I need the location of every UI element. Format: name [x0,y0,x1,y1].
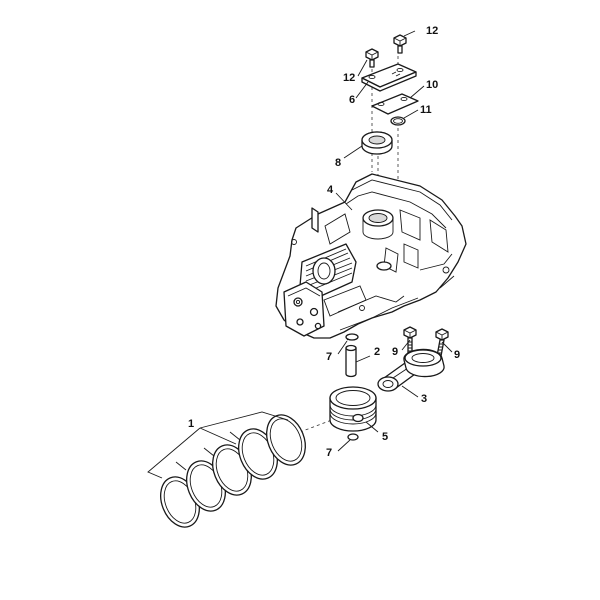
callout-1: 1 [188,418,194,430]
gasket [371,93,419,115]
circlip-lower [347,433,359,441]
callout-12-top: 12 [426,25,438,37]
circlip-upper [345,333,359,341]
callout-3: 3 [421,393,427,405]
o-ring [390,116,406,126]
piston-ring-5 [266,414,306,466]
callout-9-left: 9 [392,346,398,358]
connecting-rod [377,348,445,392]
callout-11: 11 [420,104,432,116]
callout-12-left: 12 [343,72,355,84]
callout-9-right: 9 [454,349,460,361]
callout-2: 2 [374,346,380,358]
crankcase [275,173,467,339]
callout-4: 4 [327,184,334,196]
piston-ring-set [147,411,306,528]
callout-7-lower: 7 [326,447,332,459]
piston-pin [345,344,357,378]
callout-10: 10 [426,79,438,91]
screw-left [365,48,379,68]
callout-6: 6 [349,94,355,106]
piston [329,386,377,432]
screw-top [393,34,407,54]
oil-seal [361,131,393,155]
callout-7-upper: 7 [326,351,332,363]
leader-lines [335,30,453,452]
cover-plate [361,63,417,92]
callout-5: 5 [382,431,388,443]
callout-labels: 12 12 6 10 11 8 4 7 2 9 9 3 5 7 1 [188,25,460,459]
callout-8: 8 [335,157,341,169]
